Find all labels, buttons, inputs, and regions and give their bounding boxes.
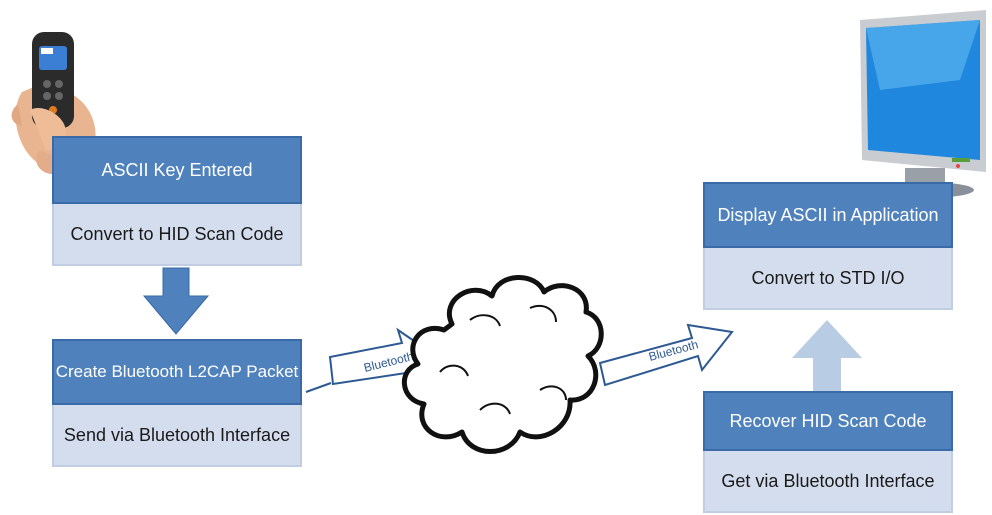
handheld-scanner-icon (11, 32, 96, 175)
right-flow-box-2: Recover HID Scan Code Get via Bluetooth … (703, 391, 953, 513)
cloud-icon (401, 275, 604, 454)
up-arrow (792, 320, 862, 393)
convert-hid-scan-code-text: Convert to HID Scan Code (52, 204, 302, 266)
monitor-icon (860, 10, 986, 198)
down-arrow (142, 267, 210, 335)
recover-hid-scan-code-header: Recover HID Scan Code (703, 391, 953, 451)
right-flow-box-1: Display ASCII in Application Convert to … (703, 182, 953, 310)
left-flow-box-1: ASCII Key Entered Convert to HID Scan Co… (52, 136, 302, 266)
display-ascii-header: Display ASCII in Application (703, 182, 953, 248)
ascii-key-entered-header: ASCII Key Entered (52, 136, 302, 204)
create-l2cap-packet-header: Create Bluetooth L2CAP Packet (52, 339, 302, 405)
left-flow-box-2: Create Bluetooth L2CAP Packet Send via B… (52, 339, 302, 467)
get-via-bluetooth-text: Get via Bluetooth Interface (703, 451, 953, 513)
right-bluetooth-arrow: Bluetooth (598, 323, 734, 387)
convert-std-io-text: Convert to STD I/O (703, 248, 953, 310)
send-via-bluetooth-text: Send via Bluetooth Interface (52, 405, 302, 467)
